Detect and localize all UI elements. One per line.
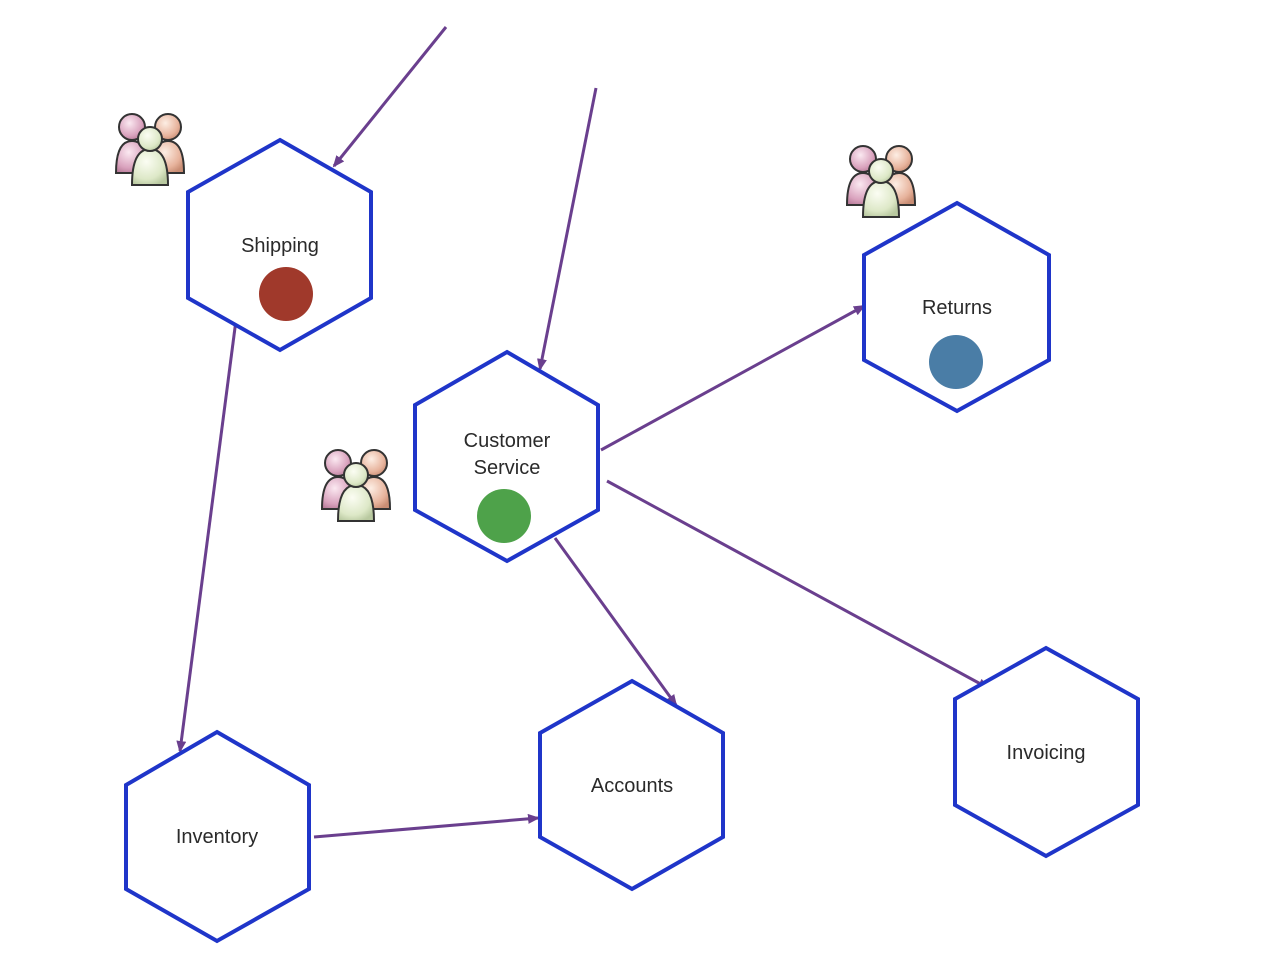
status-dot [259,267,313,321]
hexagon [413,349,600,564]
arrow-external-to-shipping [332,26,448,168]
service-label: Inventory [176,826,258,848]
service-label: Returns [922,297,992,319]
hexagon [186,137,373,353]
service-label: Accounts [591,775,673,797]
service-invoicing[interactable]: Invoicing [953,645,1140,859]
arrow-shipping-to-inventory [176,319,238,753]
hexagon [862,200,1051,414]
arrow-customer-service-to-returns [600,304,866,452]
hexagon [953,645,1140,859]
status-dot [477,489,531,543]
service-label-line1: Customer [464,430,551,452]
arrow-external-to-customer-service [537,87,598,371]
service-inventory[interactable]: Inventory [124,729,311,944]
arrow-inventory-to-accounts [313,813,540,839]
service-shipping[interactable]: Shipping [186,137,373,353]
status-dot [929,335,983,389]
service-accounts[interactable]: Accounts [538,678,725,892]
people-group-icon [115,113,185,186]
connection-arrows [176,26,990,839]
service-returns[interactable]: Returns [862,200,1051,414]
people-group-icon [846,145,916,218]
arrow-customer-service-to-accounts [553,537,678,707]
service-label: Shipping [241,235,319,257]
hexagon [124,729,311,944]
people-group-icon [321,449,391,522]
service-label: Invoicing [1007,742,1086,764]
arrow-customer-service-to-invoicing [606,479,990,690]
hexagon [538,678,725,892]
service-label-line2: Service [474,457,541,479]
service-customer-service[interactable]: Customer Service [413,349,600,564]
